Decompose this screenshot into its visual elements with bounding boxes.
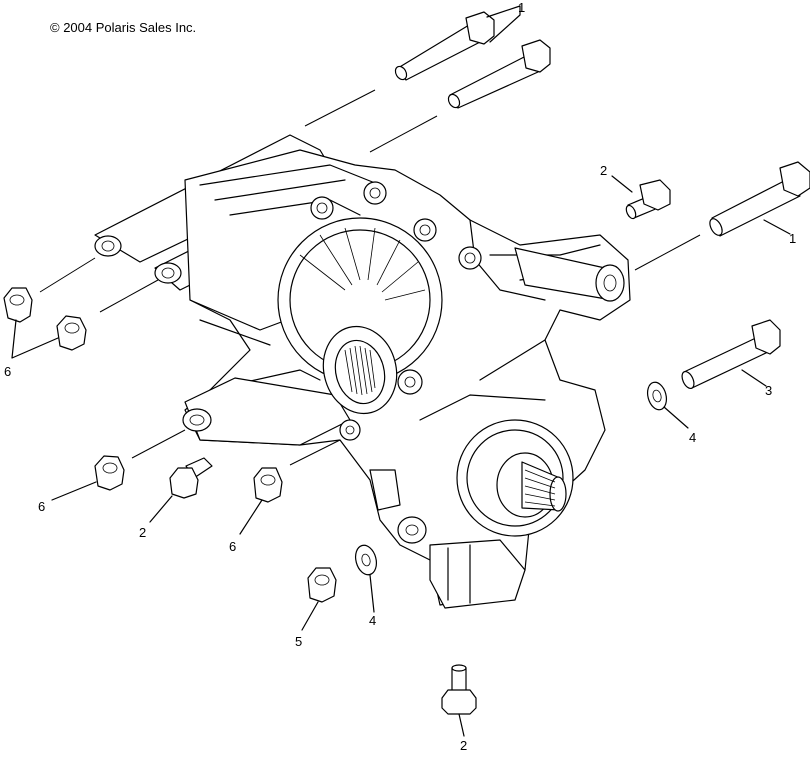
leader-5 bbox=[301, 601, 319, 631]
leader-3 bbox=[741, 369, 767, 387]
washer-right bbox=[646, 381, 668, 411]
callout-1-right: 1 bbox=[789, 231, 796, 246]
copyright-notice: © 2004 Polaris Sales Inc. bbox=[50, 20, 197, 35]
callout-4-right: 4 bbox=[689, 430, 696, 445]
bolt-bottom bbox=[441, 664, 477, 715]
gearcase-housing bbox=[94, 134, 631, 609]
callout-2-left: 2 bbox=[139, 525, 146, 540]
bolt-small-top-right bbox=[625, 179, 671, 220]
leader-1-top bbox=[486, 5, 521, 43]
alignment-line-center bbox=[289, 439, 341, 466]
leader-1-right bbox=[763, 219, 791, 235]
leader-4-bottom bbox=[369, 574, 375, 613]
callout-6-center: 6 bbox=[229, 539, 236, 554]
alignment-line-top-1 bbox=[304, 89, 376, 127]
alignment-line-left-2 bbox=[99, 279, 159, 313]
alignment-line-left-1 bbox=[39, 257, 96, 293]
callout-2-top: 2 bbox=[600, 163, 607, 178]
leader-6-left bbox=[51, 481, 97, 501]
nut-left-second bbox=[56, 315, 87, 351]
callout-4-bottom: 4 bbox=[369, 613, 376, 628]
callout-1-top: 1 bbox=[518, 0, 525, 15]
callout-2-bottom: 2 bbox=[460, 738, 467, 753]
callout-6-top: 6 bbox=[4, 364, 11, 379]
bolt-top-lower bbox=[447, 39, 551, 109]
washer-bottom bbox=[354, 544, 378, 576]
bolt-small-left bbox=[169, 457, 213, 499]
bolt-top-upper bbox=[394, 11, 495, 81]
alignment-line-right bbox=[634, 234, 701, 271]
bolt-long-right-lower bbox=[681, 319, 781, 390]
leader-6-top bbox=[11, 319, 59, 359]
nut-left-bottom bbox=[94, 455, 125, 491]
callout-6-left: 6 bbox=[38, 499, 45, 514]
nut-left-top bbox=[3, 287, 33, 323]
bolt-long-right-upper bbox=[709, 161, 810, 237]
alignment-line-left-3 bbox=[131, 429, 186, 459]
nut-bottom bbox=[307, 567, 337, 603]
leader-2-left bbox=[149, 495, 173, 523]
leader-6-center bbox=[239, 499, 263, 535]
leader-2-bottom bbox=[458, 713, 465, 737]
callout-3: 3 bbox=[765, 383, 772, 398]
alignment-line-top-2 bbox=[369, 115, 438, 153]
leader-2-top bbox=[611, 175, 633, 193]
leader-4-right bbox=[663, 406, 689, 429]
nut-center bbox=[253, 467, 283, 503]
callout-5: 5 bbox=[295, 634, 302, 649]
